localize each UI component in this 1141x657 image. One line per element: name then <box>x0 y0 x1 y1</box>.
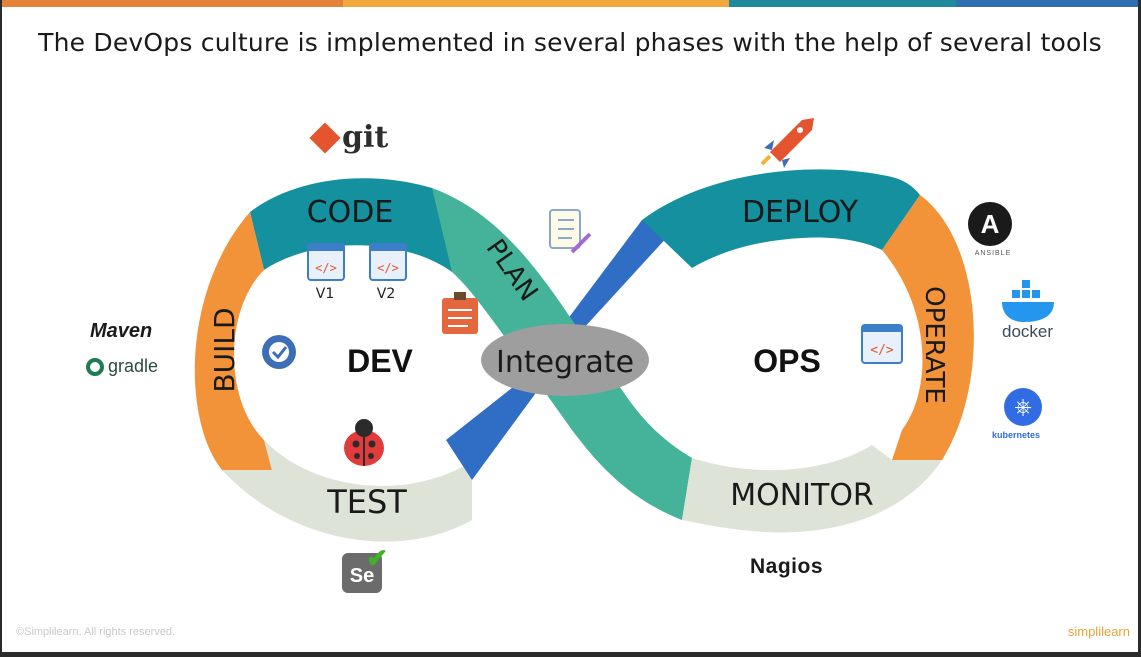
phase-deploy: DEPLOY <box>742 195 859 230</box>
phase-test: TEST <box>326 483 407 521</box>
kubernetes-label: kubernetes <box>992 430 1041 440</box>
checklist-pen-icon <box>549 209 592 254</box>
slide-title: The DevOps culture is implemented in sev… <box>38 28 1102 57</box>
code-window-icon-v1: </> <box>307 243 345 281</box>
gradle-label: gradle <box>108 356 159 376</box>
operate-segment <box>882 195 974 460</box>
code-segment <box>250 178 472 272</box>
kubernetes-icon: ⎈ <box>1004 388 1042 426</box>
gradle-logo: gradle <box>86 356 158 377</box>
build-segment <box>194 212 272 470</box>
dev-label: DEV <box>347 343 413 379</box>
top-color-bar <box>2 0 1138 7</box>
check-icon: ✔ <box>366 543 388 573</box>
gear-check-icon <box>262 335 296 369</box>
selenium-icon: Se ✔ <box>342 545 388 593</box>
clipboard-icon <box>442 292 478 334</box>
deploy-segment <box>642 169 920 268</box>
phase-build: BUILD <box>208 307 241 392</box>
ladybug-icon <box>344 419 384 466</box>
brand-logo: simplilearn <box>1067 624 1130 639</box>
gradle-icon <box>86 357 104 376</box>
phase-monitor: MONITOR <box>730 478 874 513</box>
version-v1-label: V1 <box>316 286 334 302</box>
svg-text:</>: </> <box>870 343 894 358</box>
maven-logo: Maven <box>90 320 153 342</box>
svg-text:</>: </> <box>315 261 337 275</box>
git-label: git <box>342 120 389 155</box>
nagios-logo: Nagios <box>750 555 824 578</box>
code-window-icon-ops: </> <box>861 324 903 364</box>
version-v2-label: V2 <box>377 286 395 302</box>
code-window-icon-v2: </> <box>369 243 407 281</box>
docker-whale-icon <box>1002 280 1054 322</box>
integrate-label: Integrate <box>496 345 634 380</box>
git-logo: git <box>309 120 389 155</box>
ansible-label: ANSIBLE <box>974 250 1012 257</box>
rocket-icon <box>760 118 814 168</box>
selenium-label: Se <box>349 565 375 587</box>
docker-label: docker <box>1002 322 1054 341</box>
test-segment <box>222 430 472 542</box>
git-diamond-icon <box>309 121 341 154</box>
monitor-segment <box>682 445 942 533</box>
phase-code: CODE <box>307 195 394 230</box>
phase-operate: OPERATE <box>919 286 949 404</box>
svg-text:</>: </> <box>377 261 399 275</box>
ops-label: OPS <box>753 343 821 379</box>
integrate-ellipse <box>481 324 649 396</box>
copyright-footer: ©Simplilearn. All rights reserved. <box>16 626 176 638</box>
ansible-icon: A <box>968 202 1012 246</box>
